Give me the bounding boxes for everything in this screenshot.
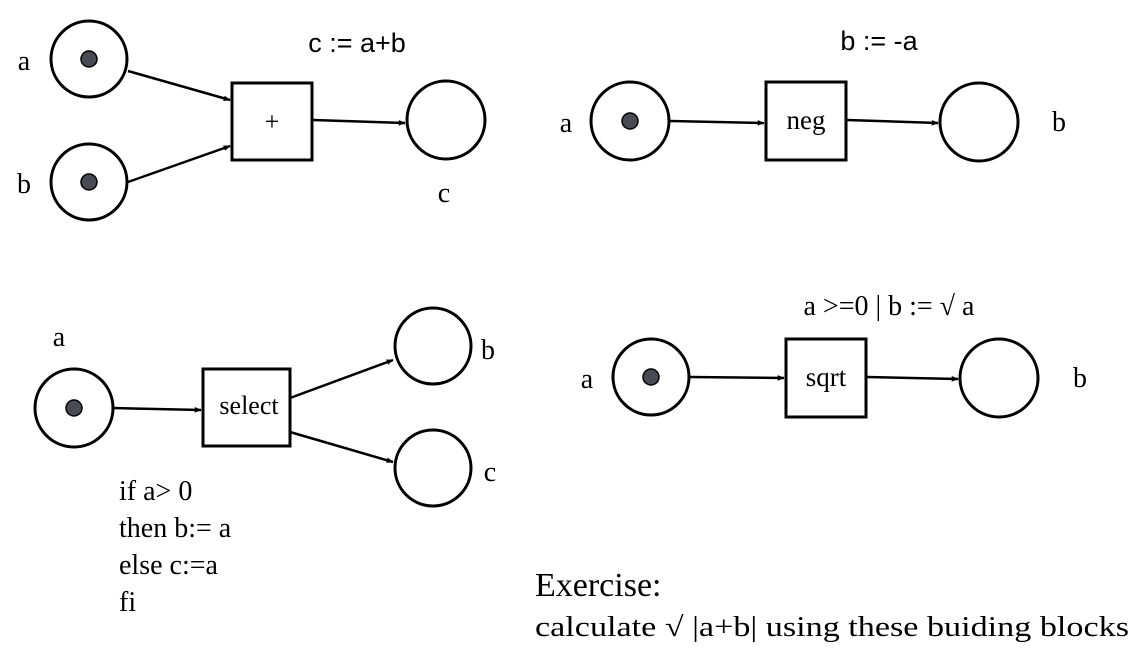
place-a-label: a (581, 364, 594, 395)
code-line: then b:= a (119, 513, 232, 544)
token (65, 399, 83, 417)
code-line: fi (119, 587, 136, 618)
arc-a-to-sqrt (689, 375, 785, 381)
exercise: Exercise: calculate √ |a+b| using these … (535, 567, 1129, 643)
sqrt-block-title: a >=0 | b := √ a (804, 291, 976, 322)
neg-block: b := -a a neg b (560, 26, 1066, 163)
exercise-heading: Exercise: (535, 567, 662, 604)
arc-neg-to-b (846, 118, 939, 126)
neg-transition-label: neg (787, 105, 826, 135)
arc-a-to-neg (669, 119, 765, 126)
place-b-label: b (1052, 107, 1066, 138)
place-b (958, 337, 1040, 419)
token (80, 173, 98, 191)
select-transition (201, 367, 292, 448)
code-line: if a> 0 (119, 476, 192, 507)
token (621, 112, 639, 130)
add-block-title: c := a+b (308, 28, 406, 58)
arc-select-to-b (289, 358, 394, 400)
arc-add-to-c (312, 118, 406, 126)
select-transition-label: select (219, 391, 279, 420)
code-line: else c:=a (119, 550, 219, 581)
neg-transition (764, 80, 848, 162)
place-b (393, 306, 473, 386)
arc-select-to-c (289, 430, 394, 464)
sqrt-transition (784, 337, 868, 419)
place-c-label: c (484, 457, 496, 488)
arc-b-to-add (127, 144, 231, 184)
arc-a-to-select (112, 406, 202, 413)
place-a-label: a (18, 46, 31, 77)
place-a-label: a (560, 108, 573, 139)
place-c (405, 79, 487, 161)
select-block: a select b c if a> 0 then b:= a else c:=… (33, 306, 496, 618)
arc-sqrt-to-b (866, 375, 959, 382)
select-code: if a> 0 then b:= a else c:=a fi (119, 476, 232, 618)
add-transition (230, 81, 314, 162)
arc-a-to-add (127, 69, 231, 102)
add-transition-label: + (265, 107, 280, 136)
place-c-label: c (438, 178, 450, 209)
place-c (393, 428, 473, 508)
place-b-label: b (1073, 363, 1087, 394)
place-b-label: b (481, 335, 495, 366)
sqrt-block: a >=0 | b := √ a a sqrt b (581, 291, 1087, 419)
place-a-label: a (53, 322, 66, 353)
add-block: c := a+b a b + c (17, 19, 487, 222)
place-b-label: b (17, 169, 31, 200)
neg-block-title: b := -a (840, 26, 918, 56)
token (80, 50, 98, 68)
token (642, 368, 660, 386)
exercise-text: calculate √ |a+b| using these buiding bl… (535, 612, 1129, 643)
sqrt-transition-label: sqrt (806, 362, 847, 392)
place-b (938, 81, 1020, 163)
